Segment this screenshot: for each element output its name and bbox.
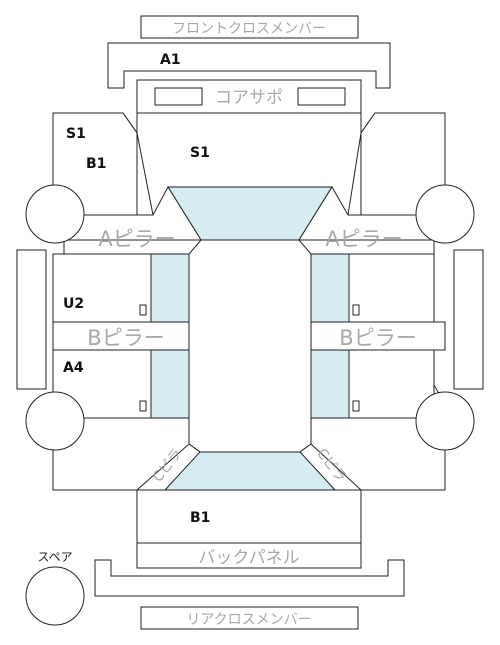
trunk-damage-code: B1 [190,510,210,526]
spare-tire [25,566,85,626]
left-front-door-damage-code: U2 [63,296,84,312]
left-side-sill [16,249,47,390]
front-left-fender-damage-code-2: B1 [86,156,106,172]
front-left-fender-damage-code-1: S1 [66,126,86,142]
spare-tire-label: スペア [37,550,72,564]
headlight-right [297,87,346,106]
right-rear-window [310,349,350,419]
front-bumper [107,42,391,89]
front-left-wheel [25,184,85,244]
right-side-sill [453,249,484,390]
b-pillar-left-label: Bピラー [87,326,164,350]
front-cross-member-box [140,15,359,39]
right-front-window [310,253,350,323]
left-rear-handle [139,400,147,412]
front-right-wheel [415,184,475,244]
left-front-window [150,253,190,323]
roof [188,239,312,453]
back-panel-label: バックパネル [198,548,299,568]
radiator-support-label: コアサポ [215,88,283,108]
rear-cross-member-label: リアクロスメンバー [186,612,311,628]
back-panel [136,542,362,569]
rear-left-wheel [25,391,85,451]
rear-bumper [94,559,405,597]
right-rear-handle [352,400,360,412]
right-front-handle [352,304,360,316]
a-pillar-right-label: Aピラー [325,227,402,251]
left-rear-window [150,349,190,419]
hood-damage-code: S1 [190,145,210,161]
left-front-handle [139,304,147,316]
left-rear-door-damage-code: A4 [63,360,84,376]
b-pillar-right-panel [310,321,446,351]
a-pillar-left-label: Aピラー [98,227,175,251]
headlight-left [154,87,203,106]
b-pillar-left-panel [52,321,190,351]
trunk [136,489,362,544]
front-bumper-damage-code: A1 [160,52,181,68]
rear-cross-member-box [140,606,359,630]
front-cross-member-label: フロントクロスメンバー [172,21,326,37]
rear-right-wheel [415,391,475,451]
b-pillar-right-label: Bピラー [339,326,416,350]
